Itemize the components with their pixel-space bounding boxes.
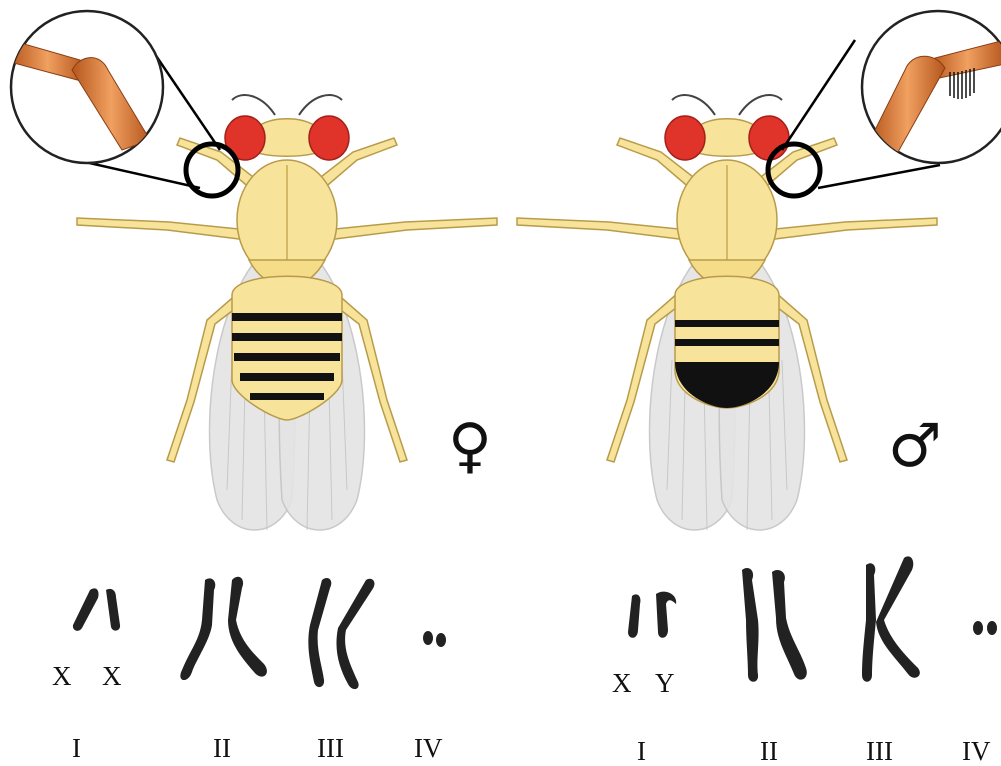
female-chromosome-ii-left xyxy=(180,578,215,680)
male-chromosome-ii-right xyxy=(772,570,807,680)
female-chromosome-ii-right xyxy=(228,577,267,677)
female-pair-numeral-iii: III xyxy=(317,735,344,762)
male-chromosome-iv-b xyxy=(987,621,997,635)
male-symbol: ♂ xyxy=(888,416,942,476)
male-pair-numeral-ii: II xyxy=(760,738,778,765)
female-chromosome-iv-b xyxy=(436,633,446,647)
male-chromosome-label-x: X xyxy=(612,670,632,697)
female-symbol: ♀ xyxy=(448,416,492,476)
male-chromosome-ii-left xyxy=(742,568,759,682)
female-pair-numeral-ii: II xyxy=(213,735,231,762)
female-fly xyxy=(77,95,497,530)
female-karyotype xyxy=(73,577,446,689)
male-chromosome-y xyxy=(656,592,676,638)
male-chromosome-iii-right xyxy=(876,556,920,677)
female-chromosome-label-x1: X xyxy=(52,663,72,690)
sex-comb-bristles xyxy=(950,68,974,99)
male-fly xyxy=(517,95,937,530)
male-pair-numeral-iii: III xyxy=(866,738,893,765)
female-chromosome-x2 xyxy=(106,589,120,631)
female-chromosome-iv-a xyxy=(423,631,433,645)
male-pair-numeral-iv: IV xyxy=(962,738,991,765)
female-chromosome-x1 xyxy=(73,588,99,630)
female-chromosome-label-x2: X xyxy=(102,663,122,690)
male-karyotype xyxy=(628,556,997,681)
female-pair-numeral-iv: IV xyxy=(414,735,443,762)
male-leg-magnifier xyxy=(768,11,1001,196)
female-chromosome-iii-right xyxy=(336,579,374,689)
male-chromosome-iv-a xyxy=(973,621,983,635)
male-chromosome-x xyxy=(628,594,640,637)
female-leg-magnifier xyxy=(10,11,238,196)
female-chromosome-iii-left xyxy=(308,578,331,687)
male-chromosome-label-y: Y xyxy=(655,670,675,697)
male-chromosome-iii-left xyxy=(862,563,876,682)
male-pair-numeral-i: I xyxy=(637,738,646,765)
female-pair-numeral-i: I xyxy=(72,735,81,762)
